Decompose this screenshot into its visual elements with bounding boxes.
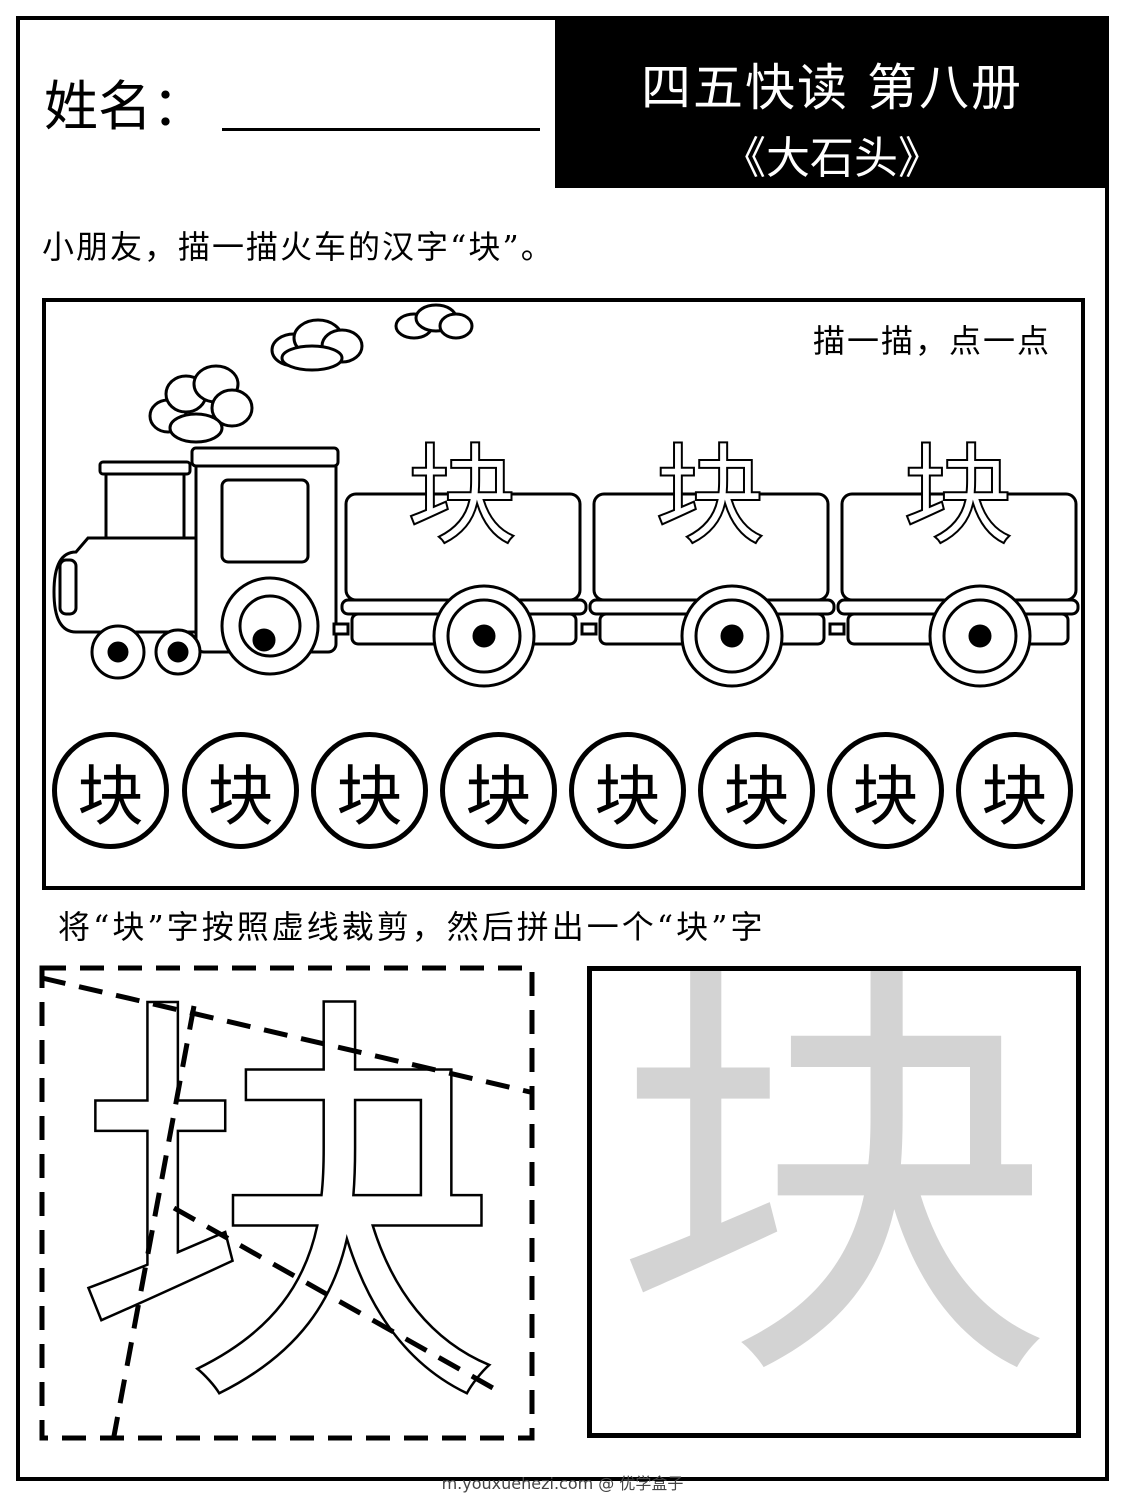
circle-char-row: 块 块 块 块 块 块 块 块: [52, 732, 1082, 862]
cut-instruction: 将“块”字按照虚线裁剪，然后拼出一个“块”字: [58, 908, 766, 946]
cut-puzzle: 块: [39, 962, 535, 1442]
wagon: [836, 492, 1080, 688]
page-frame: [16, 16, 1109, 1481]
circle-char[interactable]: 块: [698, 732, 815, 849]
circle-char[interactable]: 块: [827, 732, 944, 849]
train-activity-box: 描一描，点一点: [42, 298, 1085, 890]
wagon: [588, 492, 836, 688]
circle-char[interactable]: 块: [440, 732, 557, 849]
cloud-icon: [394, 303, 474, 340]
cut-character: 块: [73, 962, 503, 1442]
assembly-box[interactable]: 块: [587, 966, 1081, 1438]
cloud-icon: [270, 318, 364, 372]
wagon-char[interactable]: 块: [654, 431, 766, 561]
circle-char[interactable]: 块: [956, 732, 1073, 849]
train-illustration: 块 块 块: [52, 303, 1080, 688]
circle-char[interactable]: 块: [52, 732, 169, 849]
wagon: [340, 492, 588, 688]
name-field-line[interactable]: [222, 128, 540, 131]
trace-instruction: 小朋友，描一描火车的汉字“块”。: [42, 228, 555, 266]
watermark-footer: m.youxuehezi.com @ 优学盒子: [441, 1474, 684, 1493]
circle-char[interactable]: 块: [569, 732, 686, 849]
dashed-cut-lines[interactable]: [39, 965, 535, 1441]
circle-char[interactable]: 块: [182, 732, 299, 849]
title-banner: 四五快读 第八册 《大石头》: [555, 20, 1109, 188]
locomotive: [52, 446, 340, 680]
book-title: 四五快读 第八册: [641, 59, 1023, 117]
smoke-icon: [148, 364, 254, 444]
train-hint: 描一描，点一点: [812, 322, 1051, 360]
circle-char[interactable]: 块: [311, 732, 428, 849]
wagon-char[interactable]: 块: [406, 431, 518, 561]
lesson-title: 《大石头》: [722, 133, 942, 184]
wagon-char[interactable]: 块: [902, 431, 1014, 561]
name-label: 姓名：: [44, 75, 206, 138]
guide-character: 块: [614, 966, 1054, 1435]
